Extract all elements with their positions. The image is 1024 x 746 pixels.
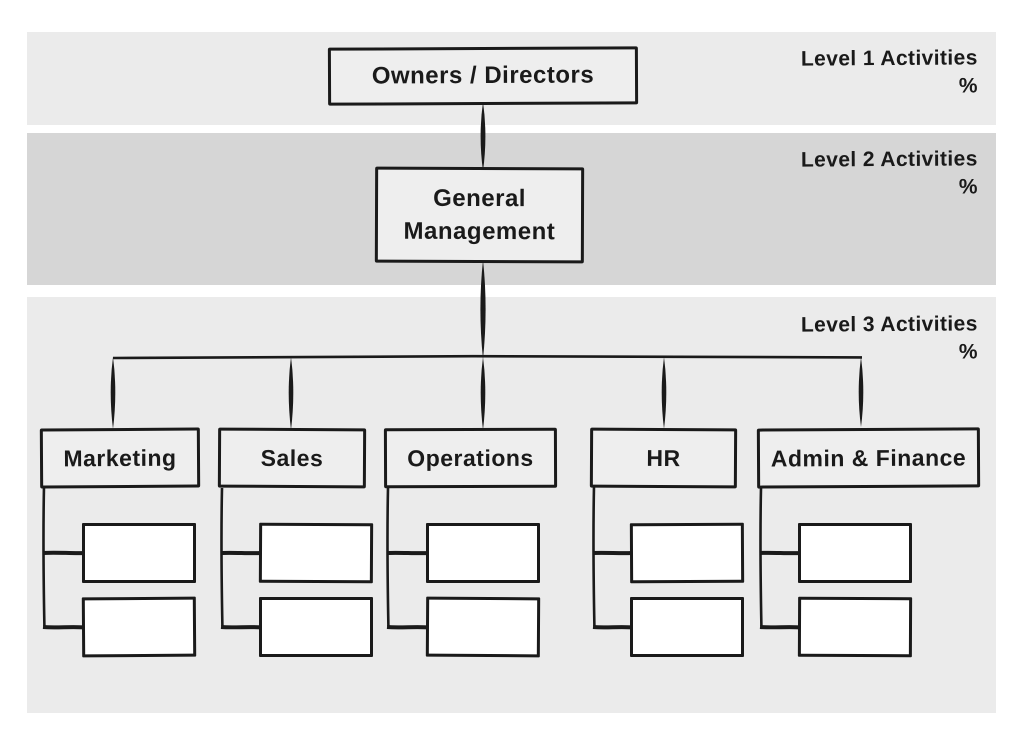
subtree-admin-finance — [759, 487, 801, 630]
subtree-sales — [220, 487, 262, 630]
admin-finance-activity-box-1 — [798, 523, 912, 583]
connector-manager-to-branchline — [480, 260, 486, 359]
marketing-activity-box-2 — [81, 596, 197, 658]
node-general-management: General Management — [374, 166, 585, 264]
node-owners-directors: Owners / Directors — [327, 46, 639, 106]
sales-activity-box-1 — [258, 522, 374, 584]
connector-root-to-manager — [480, 102, 486, 171]
operations-activity-box-1 — [426, 523, 540, 583]
node-general-management-label: General Management — [403, 184, 556, 246]
branch-line — [112, 354, 863, 360]
marketing-activity-box-1 — [82, 523, 196, 583]
hr-activity-box-2 — [630, 597, 744, 657]
node-sales-label: Sales — [260, 444, 324, 471]
drop-operations — [480, 357, 486, 430]
operations-activity-box-2 — [425, 596, 541, 658]
node-operations: Operations — [383, 427, 558, 489]
admin-finance-activity-box-2 — [797, 596, 913, 658]
node-admin-finance-label: Admin & Finance — [770, 443, 967, 472]
sales-activity-box-2 — [259, 597, 373, 657]
node-admin-finance: Admin & Finance — [756, 427, 981, 489]
node-owners-directors-label: Owners / Directors — [371, 61, 595, 90]
drop-marketing — [110, 357, 116, 429]
drop-admin-finance — [858, 357, 864, 427]
node-operations-label: Operations — [407, 444, 534, 471]
node-hr: HR — [589, 427, 738, 489]
node-sales: Sales — [217, 427, 367, 489]
node-marketing: Marketing — [39, 427, 201, 489]
hr-activity-box-1 — [629, 522, 745, 584]
node-hr-label: HR — [646, 444, 681, 471]
node-marketing-label: Marketing — [63, 444, 177, 471]
drop-hr — [661, 357, 667, 429]
subtree-operations — [386, 487, 429, 630]
subtree-hr — [592, 485, 633, 630]
subtree-marketing — [42, 485, 85, 630]
drop-sales — [288, 357, 294, 430]
